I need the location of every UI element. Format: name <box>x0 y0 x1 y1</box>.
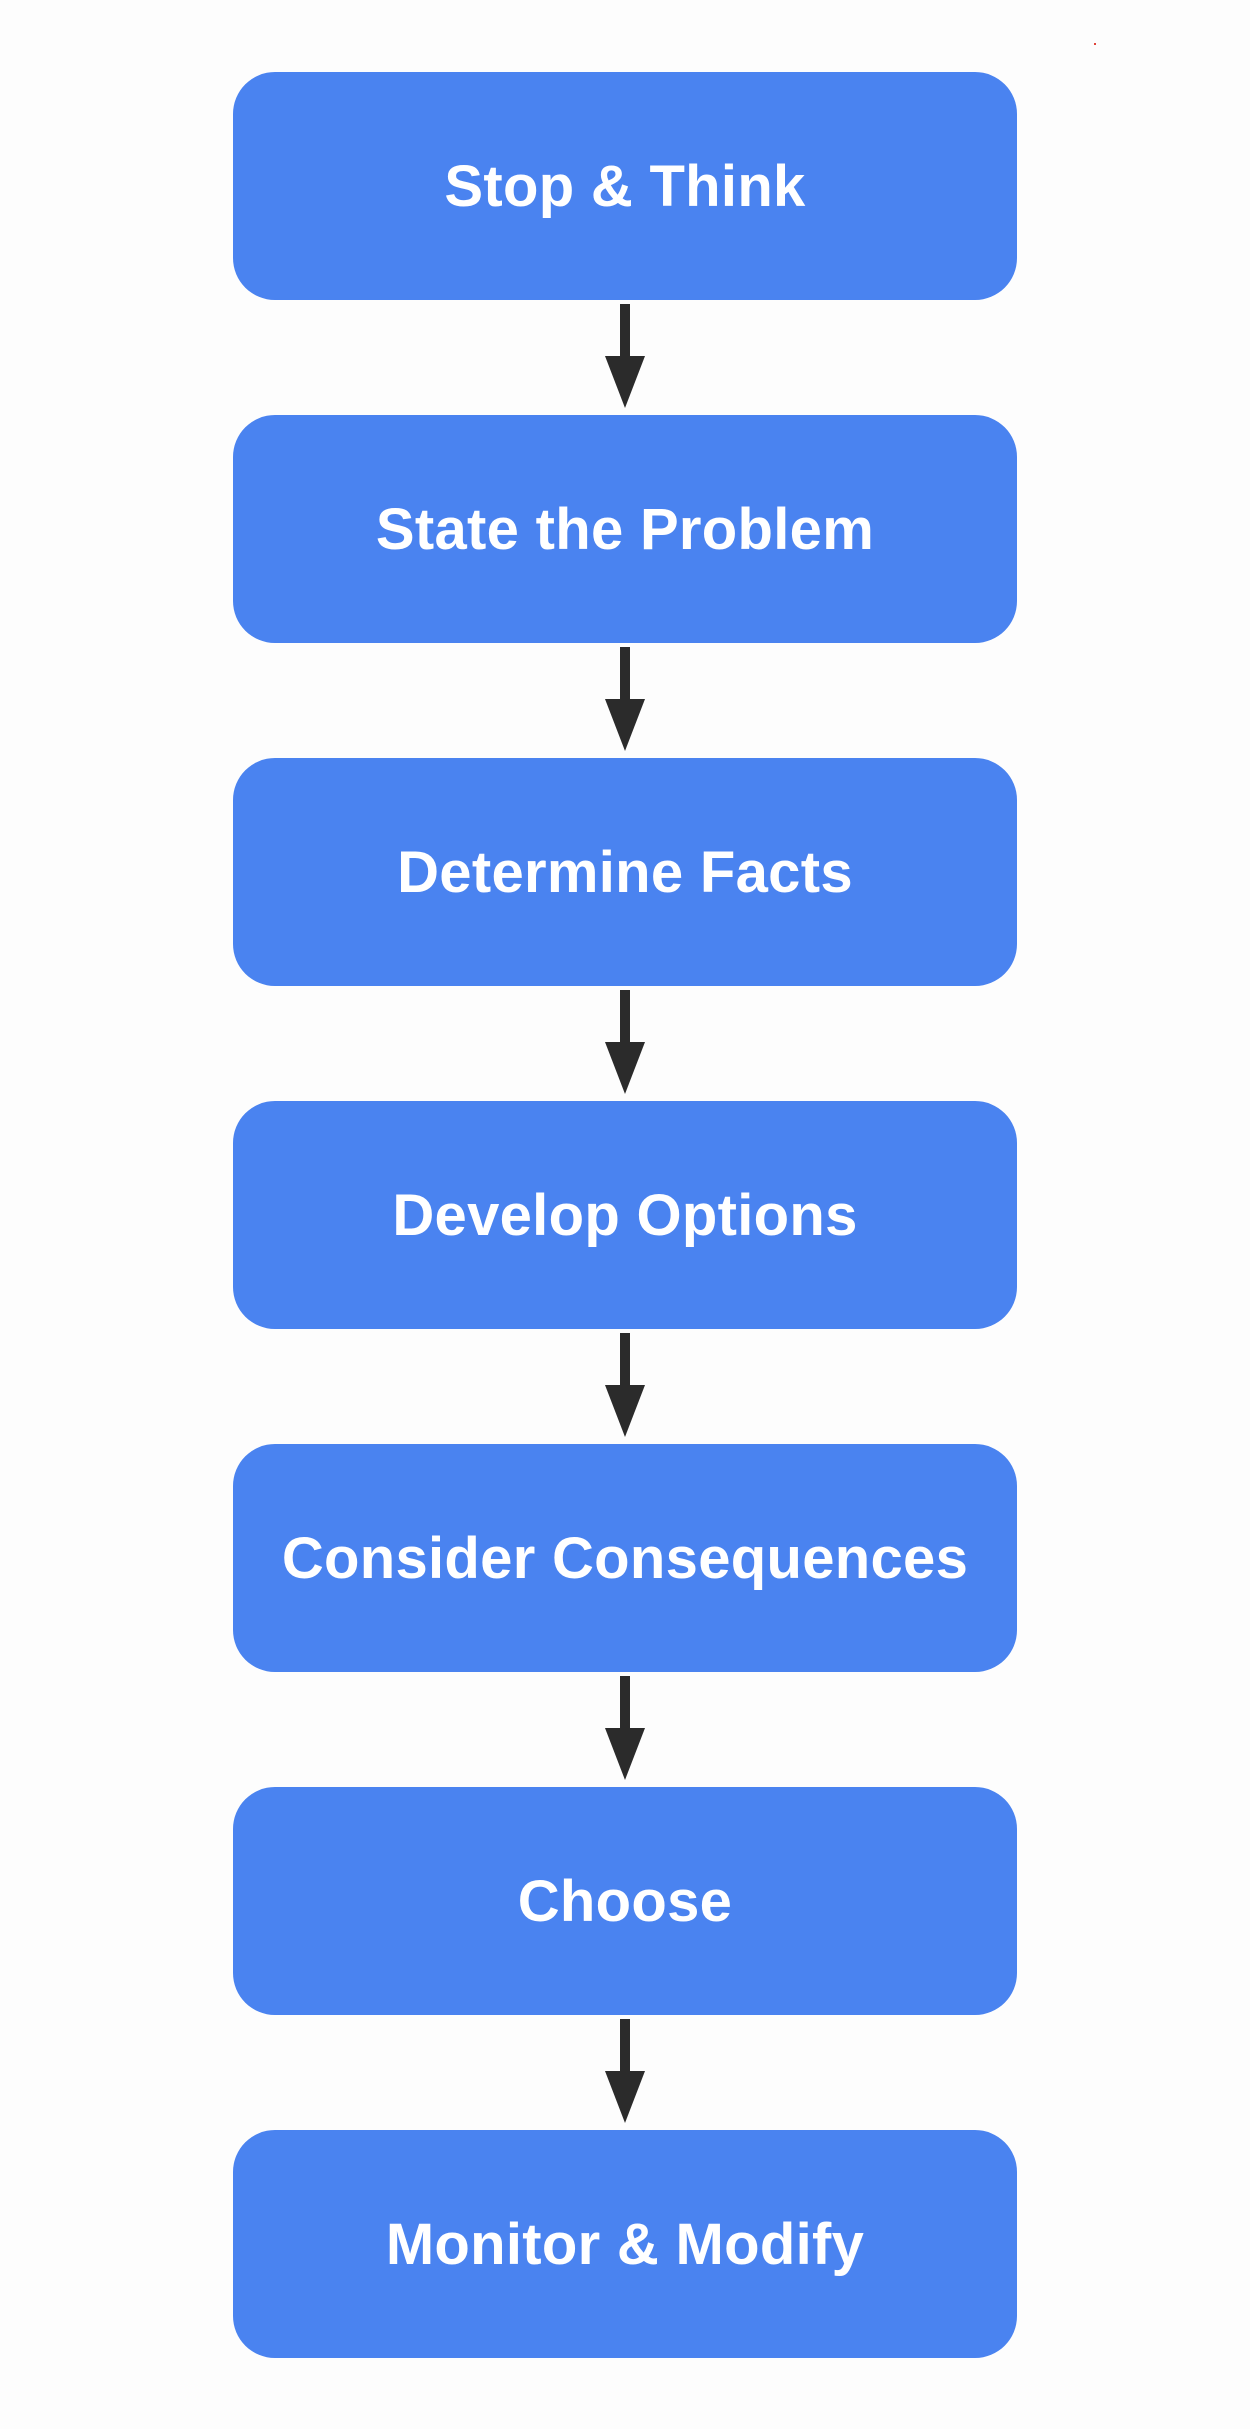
step-label: Monitor & Modify <box>385 2211 865 2277</box>
step-choose: Choose <box>233 1787 1017 2015</box>
step-monitor-and-modify: Monitor & Modify <box>233 2130 1017 2358</box>
step-label: Develop Options <box>392 1182 858 1248</box>
step-determine-facts: Determine Facts <box>233 758 1017 986</box>
step-label: Stop & Think <box>444 153 806 219</box>
step-label: Determine Facts <box>397 839 853 905</box>
down-arrow-icon <box>605 647 645 751</box>
down-arrow-icon <box>605 304 645 408</box>
down-arrow-icon <box>605 1333 645 1437</box>
down-arrow-icon <box>605 1676 645 1780</box>
step-consider-consequences: Consider Consequences <box>233 1444 1017 1672</box>
stray-dot <box>1094 43 1096 45</box>
step-label: Consider Consequences <box>281 1525 969 1591</box>
step-state-the-problem: State the Problem <box>233 415 1017 643</box>
step-develop-options: Develop Options <box>233 1101 1017 1329</box>
step-label: State the Problem <box>375 496 875 562</box>
down-arrow-icon <box>605 990 645 1094</box>
step-label: Choose <box>517 1868 733 1934</box>
down-arrow-icon <box>605 2019 645 2123</box>
step-stop-and-think: Stop & Think <box>233 72 1017 300</box>
